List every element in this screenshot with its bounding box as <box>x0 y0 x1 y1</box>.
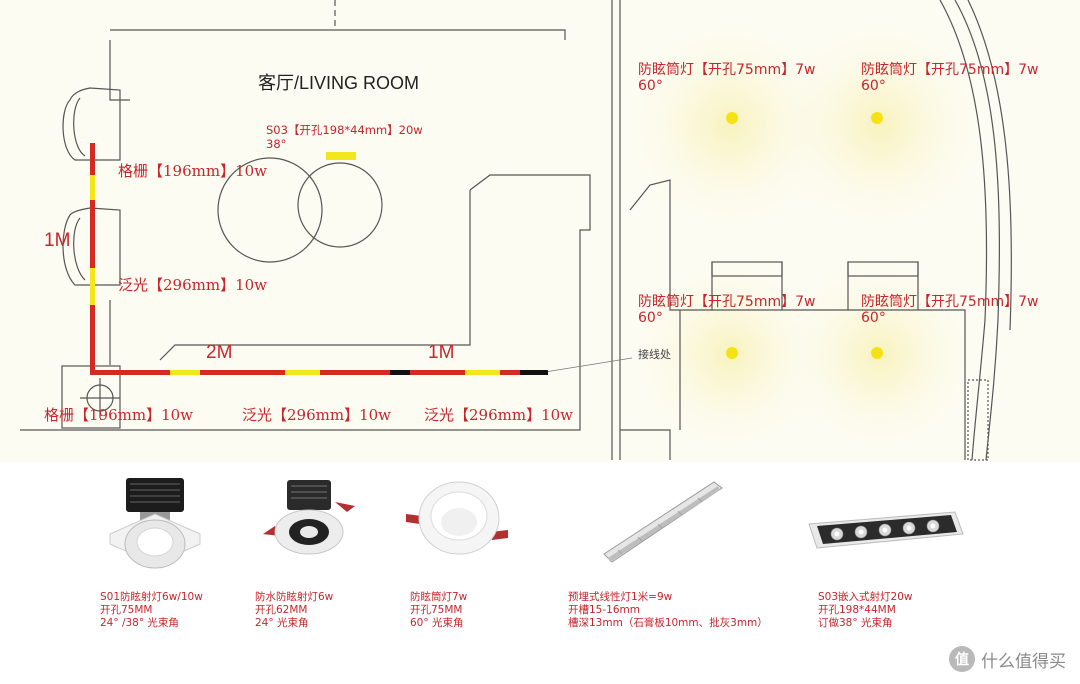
downlight-label-4: 防眩筒灯【开孔75mm】7w 60° <box>861 294 1038 326</box>
downlight-label-4-spec: 防眩筒灯【开孔75mm】7w <box>861 294 1039 310</box>
bottom-grille-label: 格栅【196mm】10w <box>44 406 194 424</box>
downlight-spot-4 <box>871 347 883 359</box>
downlight-label-2-angle: 60° <box>861 78 886 94</box>
watermark: 值 什么值得买 <box>949 646 1066 672</box>
product-3-caption: 防眩筒灯7w 开孔75MM 60° 光束角 <box>410 591 467 630</box>
horizontal-length-label-1: 2M <box>206 342 233 363</box>
product-3-beam: 60° 光束角 <box>410 617 464 629</box>
horizontal-track <box>90 370 548 375</box>
downlight-label-2: 防眩筒灯【开孔75mm】7w 60° <box>861 62 1038 94</box>
vertical-length-label: 1M <box>44 230 71 251</box>
floor-plan-drawing <box>20 0 1012 462</box>
product-recessed-spotlight <box>100 472 210 582</box>
junction-label: 接线处 <box>638 348 671 361</box>
product-linear-light <box>598 474 728 574</box>
vertical-track <box>90 143 95 370</box>
downlight-spot-2 <box>871 112 883 124</box>
waterproof-spotlight-icon <box>263 480 355 555</box>
product-4-depth: 槽深13mm（石膏板10mm、批灰3mm） <box>568 617 768 629</box>
downlight-icon <box>406 481 508 555</box>
product-1-caption: S01防眩射灯6w/10w 开孔75MM 24° /38° 光束角 <box>100 591 203 630</box>
product-5-beam: 订做38° 光束角 <box>818 617 893 629</box>
downlight-label-2-spec: 防眩筒灯【开孔75mm】7w <box>861 62 1039 78</box>
product-downlight <box>404 476 514 576</box>
s03-fixture-mark <box>326 152 356 160</box>
product-catalog: S01防眩射灯6w/10w 开孔75MM 24° /38° 光束角 防水防眩射灯… <box>0 462 1080 684</box>
product-4-name: 预埋式线性灯1米=9w <box>568 591 673 603</box>
downlight-label-3-angle: 60° <box>638 310 663 326</box>
product-waterproof-spotlight <box>255 476 365 576</box>
recessed-spotlight-icon <box>109 478 201 569</box>
downlight-label-3-spec: 防眩筒灯【开孔75mm】7w <box>638 294 816 310</box>
product-grille-spotlight <box>805 504 965 564</box>
s03-label-line1: S03【开孔198*44mm】20w <box>266 123 423 137</box>
grille-spotlight-icon <box>808 511 964 549</box>
product-2-cutout: 开孔62MM <box>255 604 308 616</box>
wall-lines <box>20 0 1012 461</box>
downlight-label-1-spec: 防眩筒灯【开孔75mm】7w <box>638 62 816 78</box>
product-4-caption: 预埋式线性灯1米=9w 开槽15-16mm 槽深13mm（石膏板10mm、批灰3… <box>568 591 768 630</box>
vertical-flood-label: 泛光【296mm】10w <box>118 276 268 294</box>
junction-leader-line <box>544 357 633 373</box>
product-1-name: S01防眩射灯6w/10w <box>100 591 203 603</box>
downlight-label-1: 防眩筒灯【开孔75mm】7w 60° <box>638 62 815 94</box>
product-5-caption: S03嵌入式射灯20w 开孔198*44MM 订做38° 光束角 <box>818 591 912 630</box>
downlight-label-4-angle: 60° <box>861 310 886 326</box>
product-1-cutout: 开孔75MM <box>100 604 153 616</box>
product-4-slot: 开槽15-16mm <box>568 604 640 616</box>
product-2-beam: 24° 光束角 <box>255 617 309 629</box>
s03-label-line2: 38° <box>266 137 287 151</box>
watermark-badge-icon: 值 <box>949 646 975 672</box>
linear-light-profile-icon <box>603 481 723 563</box>
downlight-spot-3 <box>726 347 738 359</box>
downlight-label-3: 防眩筒灯【开孔75mm】7w 60° <box>638 294 815 326</box>
product-2-caption: 防水防眩射灯6w 开孔62MM 24° 光束角 <box>255 591 333 630</box>
product-5-cutout: 开孔198*44MM <box>818 604 896 616</box>
downlight-spot-1 <box>726 112 738 124</box>
watermark-text: 什么值得买 <box>981 651 1066 672</box>
product-2-name: 防水防眩射灯6w <box>255 591 334 603</box>
bottom-flood-label-1: 泛光【296mm】10w <box>242 406 392 424</box>
bottom-flood-label-2: 泛光【296mm】10w <box>424 406 574 424</box>
product-1-beam: 24° /38° 光束角 <box>100 617 179 629</box>
horizontal-length-label-2: 1M <box>428 342 455 363</box>
product-3-name: 防眩筒灯7w <box>410 591 468 603</box>
product-5-name: S03嵌入式射灯20w <box>818 591 913 603</box>
product-3-cutout: 开孔75MM <box>410 604 463 616</box>
s03-label: S03【开孔198*44mm】20w 38° <box>266 123 423 151</box>
room-title: 客厅/LIVING ROOM <box>258 73 420 93</box>
floor-plan: 客厅/LIVING ROOM S03【开孔198*44mm】20w 38° 防眩… <box>0 0 1080 462</box>
vertical-grille-label: 格栅【196mm】10w <box>118 162 268 180</box>
downlight-label-1-angle: 60° <box>638 78 663 94</box>
